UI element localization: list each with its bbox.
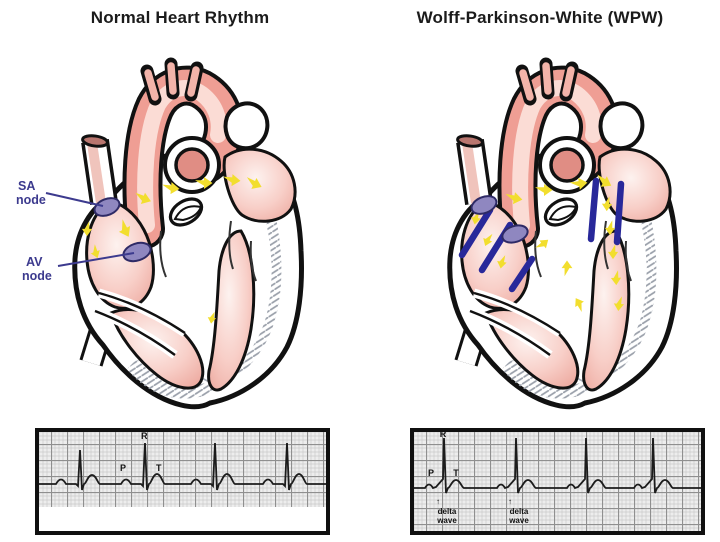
r-wave-label: R bbox=[141, 431, 148, 441]
av-node-label-line1: AV bbox=[26, 255, 43, 269]
av-node bbox=[501, 224, 529, 244]
delta-wave-arrow-icon: ↑ bbox=[508, 497, 512, 506]
sa-node bbox=[470, 195, 498, 215]
delta-wave-label-line2: wave bbox=[508, 516, 529, 525]
av-node-pointer-line bbox=[57, 252, 135, 267]
p-wave-label: P bbox=[428, 468, 434, 478]
ecg-grid-paper bbox=[414, 432, 701, 531]
r-wave-label: R bbox=[440, 429, 447, 439]
ecg-strip-border bbox=[35, 428, 330, 535]
delta-wave-arrow-icon: ↑ bbox=[436, 497, 440, 506]
normal-heart-panel: Normal Heart Rhythm bbox=[16, 0, 360, 535]
sa-node-label-line2: node bbox=[16, 193, 46, 207]
normal-ecg-strip: P R T bbox=[35, 428, 330, 535]
right-panel-title: Wolff-Parkinson-White (WPW) bbox=[416, 8, 664, 27]
delta-wave-label-line1: delta bbox=[510, 507, 529, 516]
accessory-pathway-lines bbox=[458, 177, 625, 293]
wpw-heart-illustration bbox=[360, 0, 720, 426]
ecg-grid-paper bbox=[39, 432, 326, 507]
ecg-strip-border bbox=[410, 428, 705, 535]
delta-wave-label-line2: wave bbox=[436, 516, 457, 525]
wpw-ecg-strip: R P T ↑ delta wave ↑ delta wave bbox=[410, 428, 705, 535]
delta-wave-label-line1: delta bbox=[438, 507, 457, 516]
heart-anatomy bbox=[75, 64, 302, 407]
p-wave-label: P bbox=[120, 463, 126, 473]
normal-ecg-trace bbox=[39, 442, 326, 491]
normal-heart-illustration: SA node AV node bbox=[16, 0, 360, 426]
left-panel-title: Normal Heart Rhythm bbox=[90, 8, 270, 27]
wpw-heart-panel: Wolff-Parkinson-White (WPW) bbox=[360, 0, 720, 542]
sa-node-label-line1: SA bbox=[18, 179, 35, 193]
sa-node-pointer-line bbox=[45, 192, 104, 207]
heart-anatomy bbox=[450, 64, 677, 407]
sa-node bbox=[93, 197, 121, 217]
wpw-ecg-trace bbox=[414, 437, 701, 494]
t-wave-label: T bbox=[453, 468, 459, 478]
av-node-label-line2: node bbox=[22, 269, 52, 283]
t-wave-label: T bbox=[156, 463, 162, 473]
av-node bbox=[122, 241, 152, 263]
